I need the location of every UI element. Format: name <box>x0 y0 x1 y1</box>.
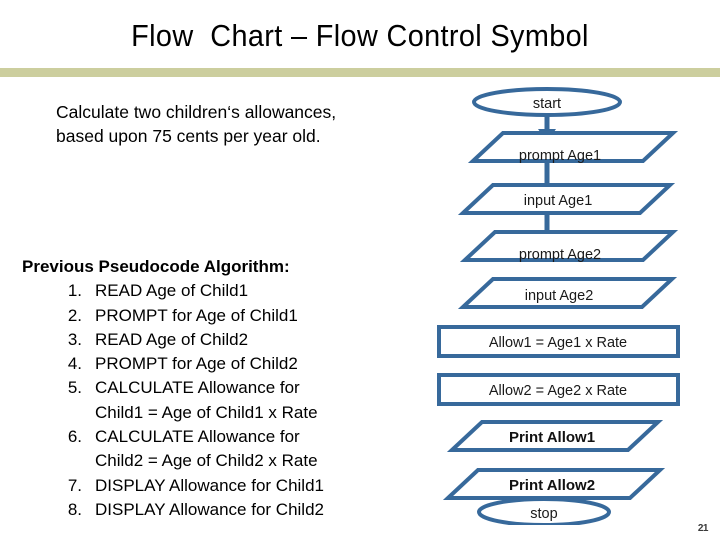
algorithm-step-text: CALCULATE Allowance for Child2 = Age of … <box>95 427 318 471</box>
algorithm-step-number: 2. <box>67 305 82 325</box>
algorithm-step-text: READ Age of Child1 <box>95 281 249 301</box>
list-item: 3. READ Age of Child2 <box>22 328 422 352</box>
intro-paragraph: Calculate two children‘s allowances, bas… <box>56 102 337 146</box>
list-item: 5. CALCULATE Allowance for Child1 = Age … <box>22 376 422 425</box>
flowchart-node-label: input Age2 <box>525 288 594 304</box>
algorithm-step-number: 6. <box>67 427 82 447</box>
algorithm-step-number: 5. <box>67 378 82 398</box>
page-title: Flow Chart – Flow Control Symbol <box>131 18 589 53</box>
flowchart-node-label: stop <box>530 506 557 522</box>
algorithm-heading: Previous Pseudocode Algorithm: <box>22 257 290 276</box>
list-item: 7. DISPLAY Allowance for Child1 <box>22 474 422 498</box>
title-divider <box>0 68 720 77</box>
flowchart-node-label: prompt Age2 <box>519 247 601 263</box>
algorithm-step-number: 8. <box>67 499 82 519</box>
list-item: 4. PROMPT for Age of Child2 <box>22 352 422 376</box>
flowchart-node-stop[interactable]: stop <box>477 497 611 525</box>
algorithm-step-number: 7. <box>67 475 82 495</box>
page-number: 21 <box>697 523 709 534</box>
flowchart-node-label: Print Allow2 <box>509 477 595 494</box>
flowchart-node-print1[interactable]: Print Allow1 <box>446 420 664 452</box>
flowchart-node-start[interactable]: start <box>472 87 622 117</box>
flowchart-node-label: start <box>533 96 561 112</box>
algorithm-step-text: READ Age of Child2 <box>95 329 249 349</box>
algorithm-step-text: DISPLAY Allowance for Child2 <box>95 499 324 519</box>
algorithm-step-number: 1. <box>67 281 82 301</box>
algorithm-step-text: DISPLAY Allowance for Child1 <box>95 475 324 495</box>
algorithm-step-text: CALCULATE Allowance for Child1 = Age of … <box>95 378 318 422</box>
flowchart-node-label: Allow2 = Age2 x Rate <box>489 383 627 399</box>
list-item: 6. CALCULATE Allowance for Child2 = Age … <box>22 425 422 474</box>
algorithm-step-text: PROMPT for Age of Child1 <box>95 305 298 325</box>
pseudocode-algorithm-block: Previous Pseudocode Algorithm: 1. READ A… <box>22 255 422 522</box>
list-item: 1. READ Age of Child1 <box>22 279 422 303</box>
flowchart-diagram: start prompt Age1 input Age1 prompt Age2… <box>430 85 720 525</box>
flowchart-node-label: prompt Age1 <box>519 148 601 164</box>
flowchart-node-print2[interactable]: Print Allow2 <box>442 468 666 500</box>
flowchart-node-prompt1[interactable]: prompt Age1 <box>467 131 679 164</box>
list-item: 8. DISPLAY Allowance for Child2 <box>22 498 422 522</box>
algorithm-step-text: PROMPT for Age of Child2 <box>95 354 298 374</box>
flowchart-node-calc1[interactable]: Allow1 = Age1 x Rate <box>437 325 680 358</box>
flowchart-node-calc2[interactable]: Allow2 = Age2 x Rate <box>437 373 680 406</box>
flowchart-node-prompt2[interactable]: prompt Age2 <box>459 230 679 263</box>
flowchart-node-label: input Age1 <box>524 193 593 209</box>
algorithm-step-number: 3. <box>67 329 82 349</box>
flowchart-node-label: Print Allow1 <box>509 429 595 446</box>
flowchart-node-label: Allow1 = Age1 x Rate <box>489 335 627 351</box>
algorithm-step-number: 4. <box>67 354 82 374</box>
flowchart-node-input2[interactable]: input Age2 <box>457 277 678 309</box>
flowchart-node-input1[interactable]: input Age1 <box>457 183 676 215</box>
list-item: 2. PROMPT for Age of Child1 <box>22 304 422 328</box>
